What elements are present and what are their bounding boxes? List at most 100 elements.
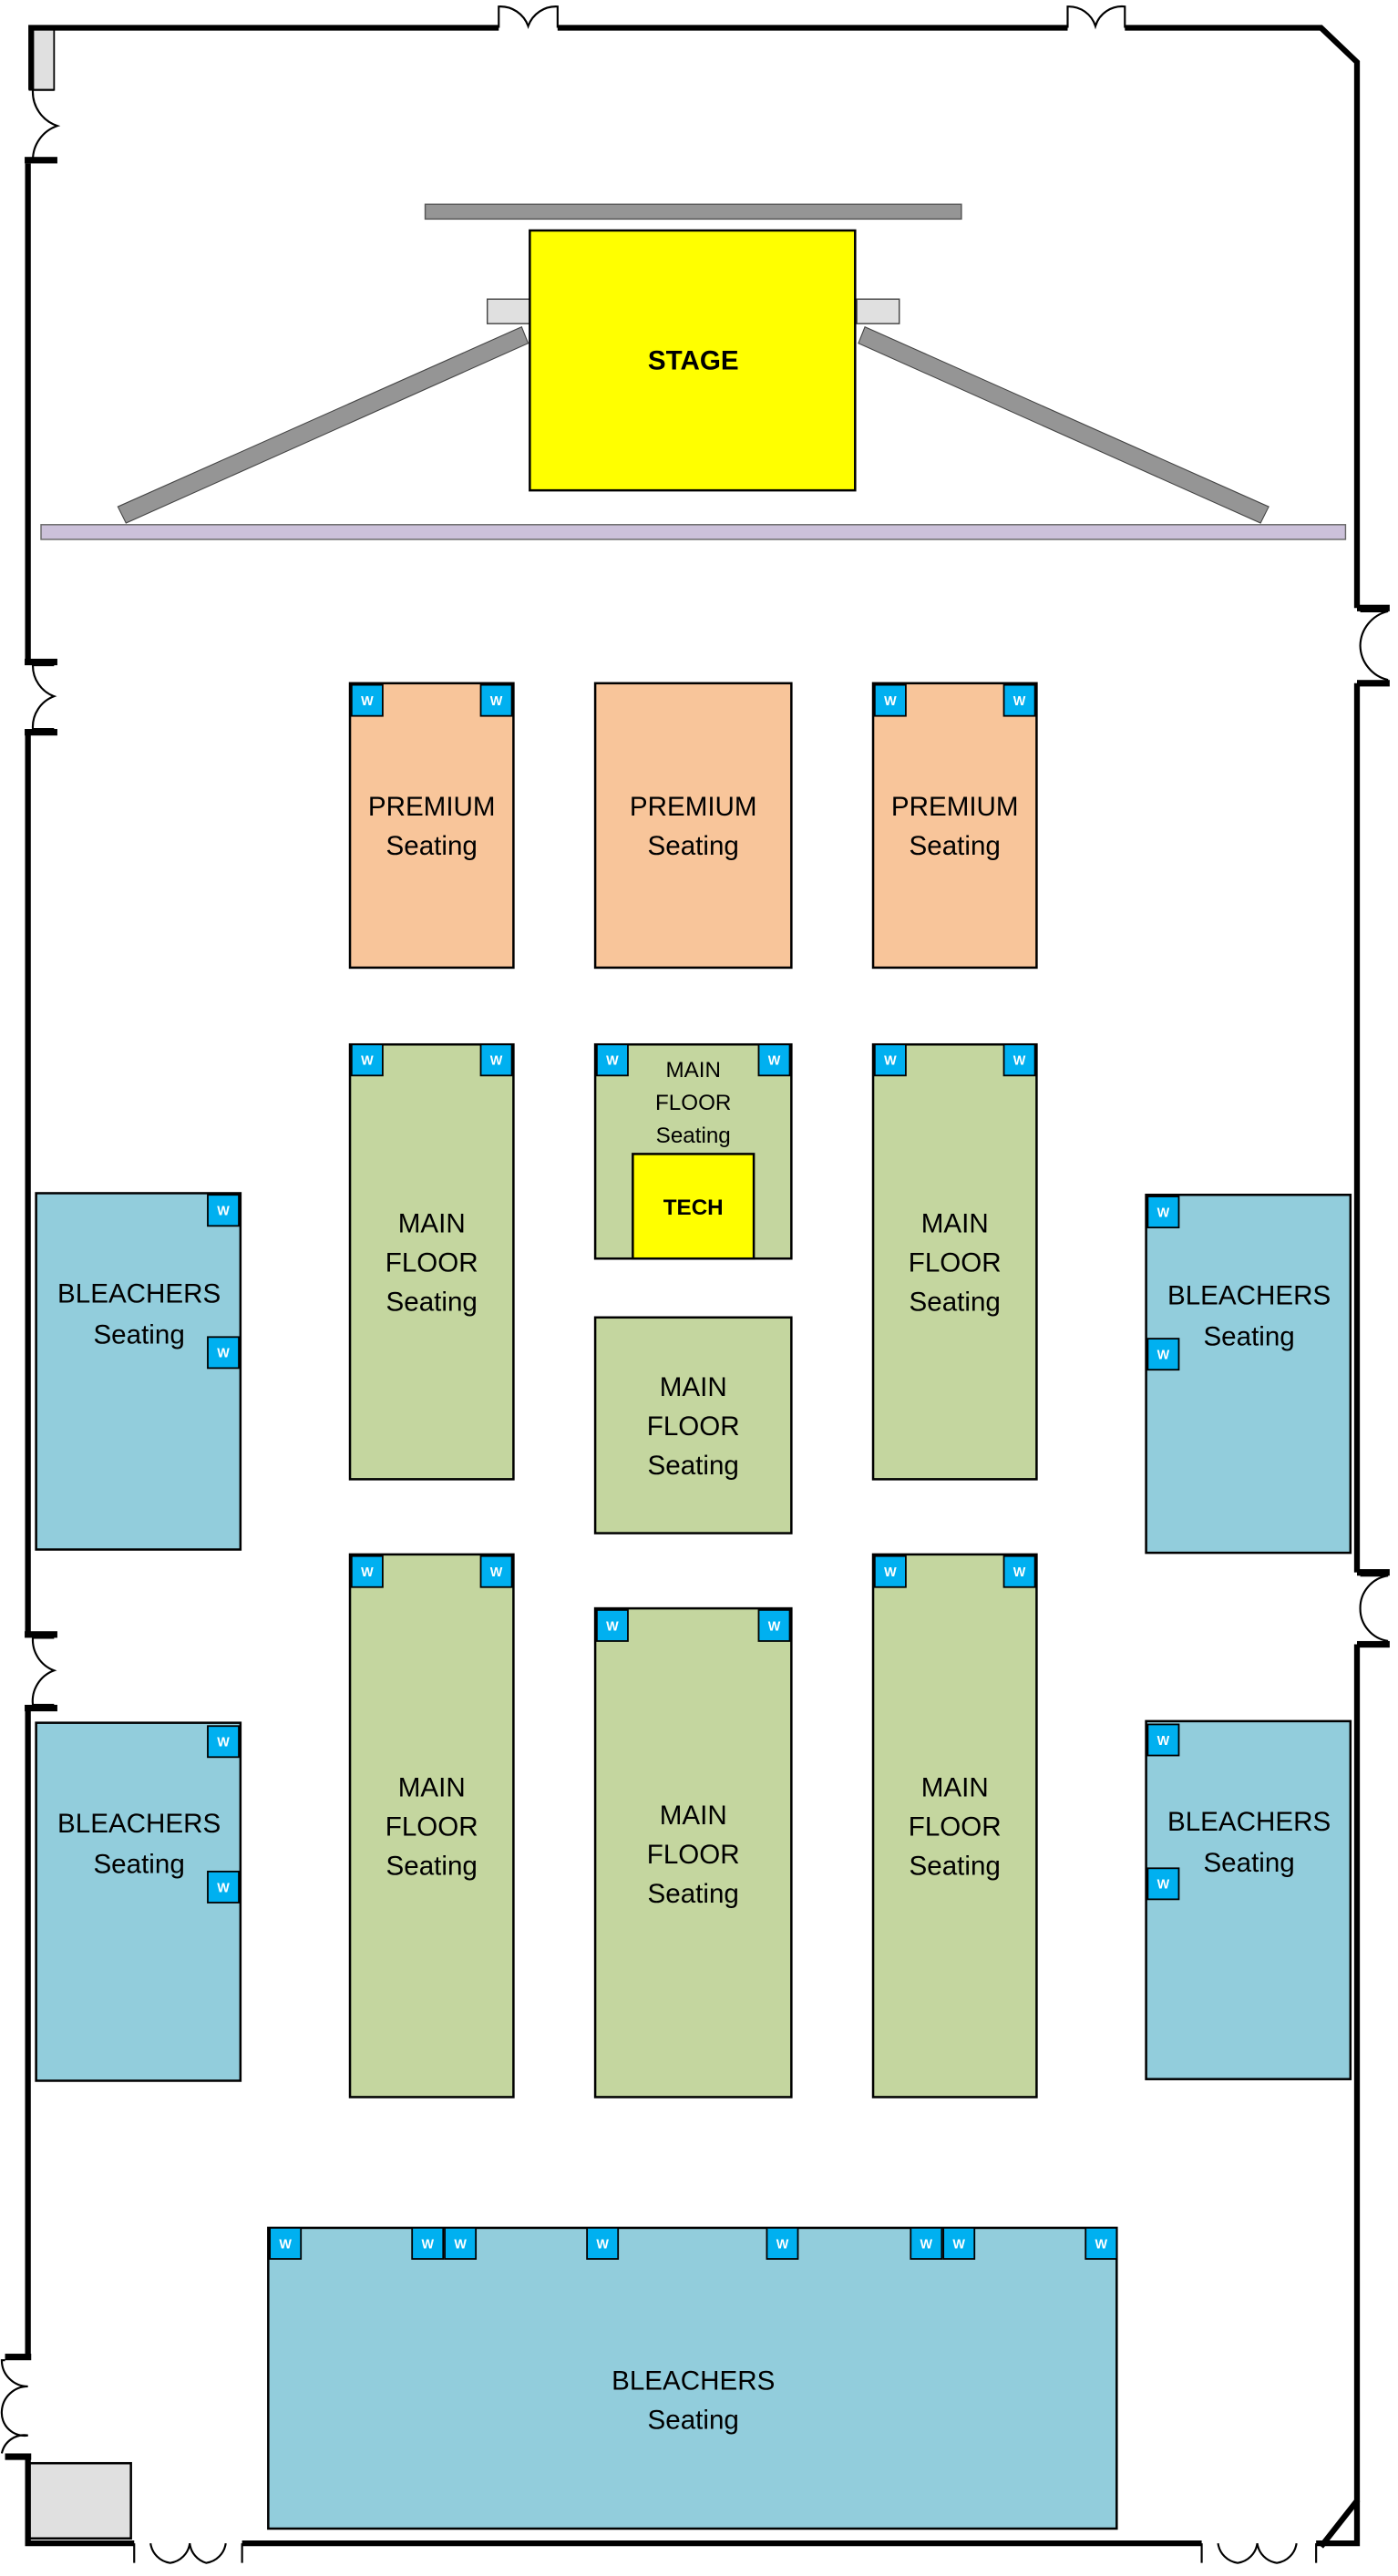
wheelchair-icon	[595, 1043, 629, 1077]
side-truss-right	[858, 326, 1270, 524]
wheelchair-badge: W	[207, 1194, 240, 1227]
section-label: Seating	[648, 1879, 739, 1909]
wheelchair-icon	[1084, 2227, 1118, 2260]
wheelchair-badge: W	[479, 1043, 513, 1077]
main-floor-section-right-front[interactable]: MAIN FLOOR Seating	[871, 1042, 1038, 1481]
bleachers-left-front[interactable]: BLEACHERS Seating	[35, 1192, 242, 1551]
wheelchair-badge: W	[595, 1043, 629, 1077]
section-label: BLEACHERS	[1167, 1807, 1331, 1837]
wheelchair-badge: W	[1084, 2227, 1118, 2260]
outer-walls	[5, 25, 1390, 2549]
badge-label: W	[454, 2237, 467, 2252]
section-label: BLEACHERS	[57, 1279, 221, 1309]
door-right-1[interactable]	[1359, 610, 1389, 682]
premium-section-center[interactable]: PREMIUM Seating	[593, 682, 793, 970]
badge-label: W	[490, 1054, 503, 1069]
door-bottom-1[interactable]	[133, 2542, 243, 2564]
section-label: FLOOR	[647, 1840, 740, 1870]
wheelchair-icon	[1002, 683, 1036, 717]
wheelchair-icon	[479, 1555, 513, 1588]
section-label: PREMIUM	[368, 792, 496, 822]
section-label: Seating	[386, 831, 478, 861]
wheelchair-icon	[350, 683, 384, 717]
section-label: PREMIUM	[891, 792, 1019, 822]
wheelchair-badge: W	[411, 2227, 445, 2260]
premium-section-left[interactable]: PREMIUM Seating	[348, 682, 515, 970]
tech-label: TECH	[663, 1196, 724, 1220]
door-top-1[interactable]	[498, 5, 559, 29]
badge-label: W	[361, 1565, 374, 1580]
section-label: Seating	[648, 2406, 739, 2436]
door-left-1[interactable]	[31, 88, 61, 161]
badge-label: W	[217, 1347, 230, 1361]
wheelchair-icon	[1146, 1196, 1180, 1229]
wheelchair-badge: W	[350, 1043, 384, 1077]
door-top-2[interactable]	[1066, 5, 1126, 30]
badge-label: W	[606, 1619, 619, 1634]
badge-label: W	[776, 2237, 789, 2252]
wheelchair-icon	[411, 2227, 445, 2260]
wheelchair-icon	[873, 1043, 907, 1077]
wheelchair-icon	[479, 1043, 513, 1077]
wheelchair-icon	[910, 2227, 943, 2260]
barricade	[40, 524, 1347, 540]
stage-label: STAGE	[648, 345, 739, 375]
main-floor-section-center-mid[interactable]: MAIN FLOOR Seating	[593, 1316, 793, 1534]
wheelchair-badge: W	[444, 2227, 478, 2260]
door-bottom-2[interactable]	[1200, 2542, 1318, 2564]
main-floor-section-left-rear[interactable]: MAIN FLOOR Seating	[348, 1553, 515, 2099]
badge-label: W	[1157, 1878, 1170, 1893]
wheelchair-icon	[479, 683, 513, 717]
badge-label: W	[279, 2237, 292, 2252]
section-label: FLOOR	[655, 1091, 731, 1115]
badge-label: W	[1013, 1565, 1026, 1580]
wheelchair-icon	[942, 2227, 976, 2260]
wheelchair-icon	[1146, 1338, 1180, 1371]
wheelchair-badge: W	[207, 1336, 240, 1370]
main-floor-section-left-front[interactable]: MAIN FLOOR Seating	[348, 1042, 515, 1481]
door-left-3[interactable]	[31, 1637, 57, 1706]
badge-label: W	[1013, 1054, 1026, 1069]
section-label: BLEACHERS	[612, 2366, 775, 2396]
wheelchair-badge: W	[1146, 1338, 1180, 1371]
main-floor-section-center-rear[interactable]: MAIN FLOOR Seating	[593, 1606, 793, 2099]
bleachers-rear[interactable]: BLEACHERS Seating	[267, 2226, 1118, 2530]
section-label: MAIN	[398, 1209, 466, 1239]
section-label: FLOOR	[909, 1248, 1002, 1278]
badge-label: W	[490, 694, 503, 709]
badge-label: W	[1157, 1206, 1170, 1220]
wheelchair-icon	[350, 1043, 384, 1077]
section-label: FLOOR	[909, 1811, 1002, 1842]
section-label: Seating	[93, 1850, 184, 1880]
badge-label: W	[361, 1054, 374, 1069]
wheelchair-icon	[269, 2227, 303, 2260]
main-floor-section-right-rear[interactable]: MAIN FLOOR Seating	[871, 1553, 1038, 2099]
wheelchair-badge: W	[1146, 1723, 1180, 1757]
section-label: MAIN	[921, 1772, 989, 1802]
door-right-2[interactable]	[1359, 1575, 1389, 1643]
section-label: Seating	[656, 1124, 731, 1148]
wheelchair-icon	[1002, 1555, 1036, 1588]
section-label: Seating	[910, 831, 1001, 861]
wheelchair-icon	[1146, 1723, 1180, 1757]
bleachers-left-rear[interactable]: BLEACHERS Seating	[35, 1721, 242, 2082]
premium-section-right[interactable]: PREMIUM Seating	[871, 682, 1038, 970]
wheelchair-badge: W	[1146, 1867, 1180, 1901]
bleachers-right-front[interactable]: BLEACHERS Seating	[1145, 1193, 1352, 1555]
section-label: Seating	[910, 1288, 1001, 1318]
wheelchair-badge: W	[1002, 1043, 1036, 1077]
badge-label: W	[884, 694, 897, 709]
section-label: Seating	[386, 1851, 478, 1881]
wheelchair-badge: W	[1146, 1196, 1180, 1229]
section-label: MAIN	[921, 1209, 989, 1239]
section-label: MAIN	[665, 1058, 721, 1083]
section-label: Seating	[910, 1851, 1001, 1881]
wheelchair-badge: W	[595, 1608, 629, 1642]
wheelchair-badge: W	[873, 1043, 907, 1077]
door-left-4[interactable]	[0, 2359, 28, 2454]
bleachers-right-rear[interactable]: BLEACHERS Seating	[1145, 1719, 1352, 2080]
section-label: Seating	[1203, 1321, 1294, 1351]
badge-label: W	[1157, 1734, 1170, 1749]
door-left-2[interactable]	[31, 663, 57, 731]
